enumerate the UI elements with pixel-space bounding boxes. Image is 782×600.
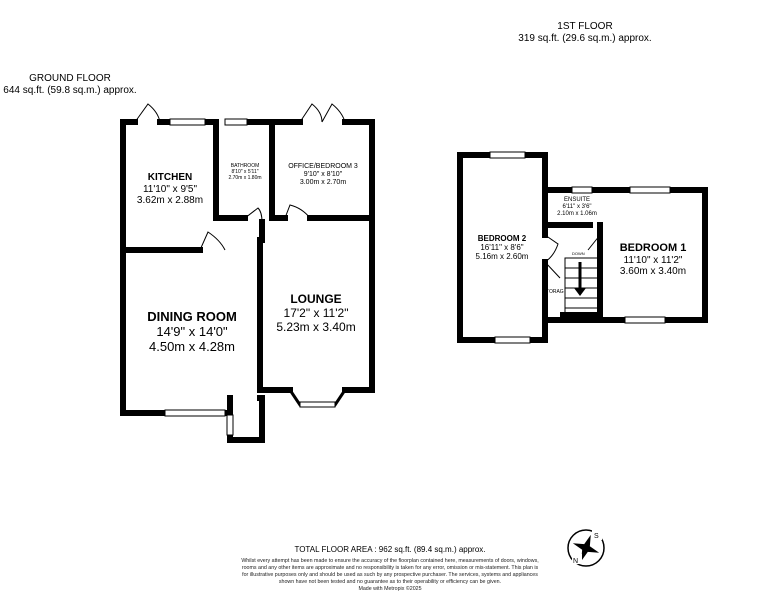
compass: N S xyxy=(567,529,605,567)
door-swing xyxy=(544,234,559,263)
door-swing xyxy=(199,231,226,251)
room-imperial: 17'2" x 11'2" xyxy=(283,305,349,320)
room-bedroom2: BEDROOM 2 16'11" x 8'6" 5.16m x 2.60m xyxy=(462,234,542,262)
compass-n: N xyxy=(573,558,578,565)
room-metric: 3.00m x 2.70m xyxy=(299,179,347,187)
room-office: OFFICE/BEDROOM 3 9'10" x 8'10" 3.00m x 2… xyxy=(275,163,371,187)
door-swing xyxy=(134,103,161,123)
window xyxy=(224,118,248,126)
wall xyxy=(542,187,603,343)
room-imperial: 11'10" x 9'5" xyxy=(142,183,198,195)
wall xyxy=(213,119,275,221)
window xyxy=(169,118,206,126)
room-kitchen: KITCHEN 11'10" x 9'5" 3.62m x 2.88m xyxy=(126,172,214,207)
window xyxy=(489,151,526,159)
wall xyxy=(120,217,375,393)
window xyxy=(226,414,234,436)
door-swing xyxy=(587,234,601,251)
disclaimer-text: Whilst every attempt has been made to en… xyxy=(241,558,539,585)
room-bedroom1: BEDROOM 1 11'10" x 11'2" 3.60m x 3.40m xyxy=(603,242,703,278)
window xyxy=(494,336,531,344)
floor-title: 1ST FLOOR xyxy=(557,21,613,32)
window xyxy=(299,401,336,408)
door-swing xyxy=(244,207,263,223)
room-name: OFFICE/BEDROOM 3 xyxy=(288,163,358,170)
room-name: KITCHEN xyxy=(147,172,193,183)
floor-title: GROUND FLOOR xyxy=(29,73,111,84)
first-floor-header: 1ST FLOOR 319 sq.ft. (29.6 sq.m.) approx… xyxy=(500,21,670,44)
door-swing xyxy=(284,204,311,219)
room-ensuite: ENSUITE 6'11" x 3'6" 2.10m x 1.06m xyxy=(547,197,607,218)
room-metric: 5.23m x 3.40m xyxy=(276,319,356,334)
room-imperial: 8'10" x 5'11" xyxy=(231,168,259,175)
storage-label: TORAG xyxy=(546,289,564,295)
room-name: DINING ROOM xyxy=(147,309,237,324)
compass-s: S xyxy=(594,533,599,540)
wall xyxy=(257,219,265,253)
room-dining: DINING ROOM 14'9" x 14'0" 4.50m x 4.28m xyxy=(126,309,258,355)
window xyxy=(629,186,671,194)
room-metric: 5.16m x 2.60m xyxy=(475,252,529,262)
wall xyxy=(457,152,708,343)
room-imperial: 16'11" x 8'6" xyxy=(480,243,524,253)
door-swing xyxy=(299,103,346,123)
room-name: BEDROOM 1 xyxy=(619,242,687,254)
disclaimer: Whilst every attempt has been made to en… xyxy=(240,558,540,592)
door-swing xyxy=(544,261,561,279)
room-metric: 2.10m x 1.06m xyxy=(557,210,597,217)
room-metric: 3.60m x 3.40m xyxy=(619,266,687,278)
wall xyxy=(120,119,168,416)
floor-area: 319 sq.ft. (29.6 sq.m.) approx. xyxy=(518,32,652,44)
room-metric: 4.50m x 4.28m xyxy=(149,338,235,354)
room-metric: 2.70m x 1.80m xyxy=(228,174,262,181)
room-name: BEDROOM 2 xyxy=(477,234,527,243)
room-metric: 3.62m x 2.88m xyxy=(136,195,204,206)
ground-floor-header: GROUND FLOOR 644 sq.ft. (59.8 sq.m.) app… xyxy=(0,73,140,96)
window xyxy=(164,409,226,417)
stairs-down-label: DOWN xyxy=(572,251,585,256)
credit: Made with Metropix ©2025 xyxy=(358,585,422,592)
window xyxy=(624,316,666,324)
room-imperial: 11'10" x 11'2" xyxy=(623,254,683,266)
room-name: LOUNGE xyxy=(290,292,342,306)
room-imperial: 6'11" x 3'6" xyxy=(562,203,592,210)
stairs xyxy=(564,257,599,316)
total-floor-area: TOTAL FLOOR AREA : 962 sq.ft. (89.4 sq.m… xyxy=(294,545,486,554)
room-imperial: 9'10" x 8'10" xyxy=(303,171,343,179)
room-name: ENSUITE xyxy=(563,197,590,203)
stairs-arrow xyxy=(574,288,586,296)
room-bathroom: BATHROOM 8'10" x 5'11" 2.70m x 1.80m xyxy=(219,163,271,181)
window xyxy=(571,186,593,194)
room-imperial: 14'9" x 14'0" xyxy=(156,323,228,339)
room-name: BATHROOM xyxy=(230,163,260,169)
wall xyxy=(227,395,265,443)
floor-area: 644 sq.ft. (59.8 sq.m.) approx. xyxy=(3,84,137,96)
room-lounge: LOUNGE 17'2" x 11'2" 5.23m x 3.40m xyxy=(263,292,369,334)
